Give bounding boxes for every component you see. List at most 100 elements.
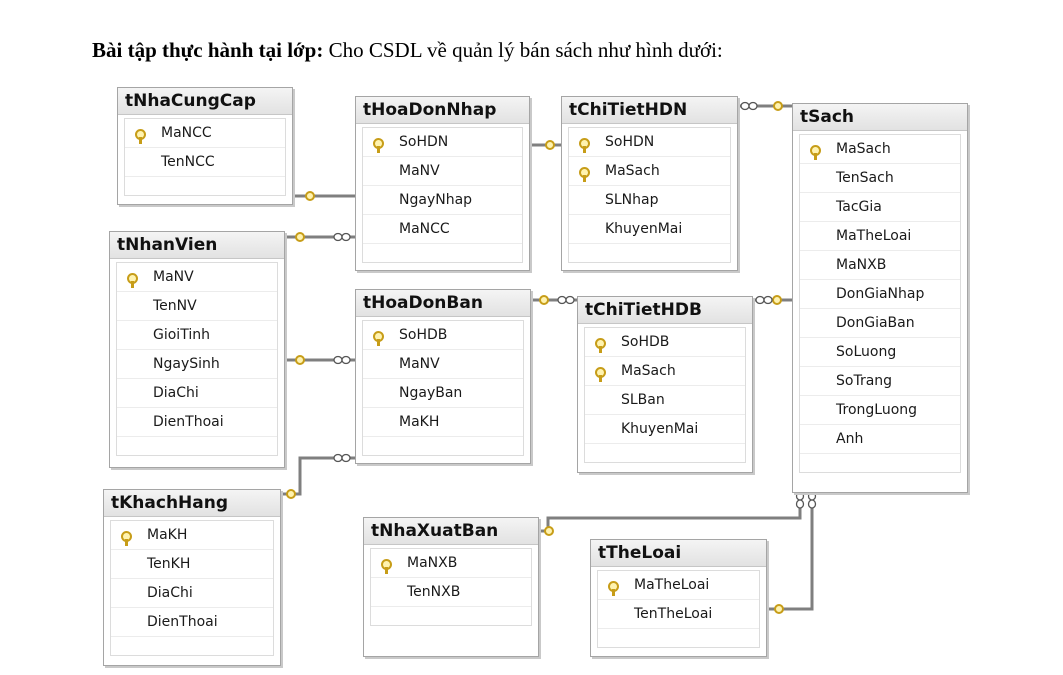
column[interactable]: GioiTinh [117,321,277,350]
infinity-marker [763,295,773,305]
primary-key-column[interactable]: SoHDN [363,128,522,157]
column[interactable]: DienThoai [117,408,277,437]
column[interactable]: MaNV [363,157,522,186]
primary-key-column[interactable]: MaTheLoai [598,571,759,600]
key-marker [544,526,554,536]
infinity-marker [341,453,351,463]
table-title: tNhaXuatBan [364,518,538,545]
column[interactable]: MaNV [363,350,523,379]
infinity-marker [333,453,343,463]
primary-key-column[interactable]: SoHDN [569,128,730,157]
infinity-marker [565,295,575,305]
table-title: tTheLoai [591,540,766,567]
column[interactable]: MaNXB [800,251,960,280]
column[interactable]: MaNCC [363,215,522,244]
heading-rest: Cho CSDL về quản lý bán sách như hình dư… [323,38,723,62]
key-marker [774,604,784,614]
column[interactable]: KhuyenMai [569,215,730,244]
column[interactable]: SLNhap [569,186,730,215]
table-title: tHoaDonBan [356,290,530,317]
rel-theloai-sach [766,492,814,611]
column[interactable]: DiaChi [111,579,273,608]
infinity-marker [740,101,750,111]
key-marker [772,295,782,305]
column[interactable]: Anh [800,425,960,454]
primary-key-column[interactable]: MaSach [800,135,960,164]
column[interactable]: MaTheLoai [800,222,960,251]
column[interactable]: SoLuong [800,338,960,367]
primary-key-column[interactable]: MaSach [585,357,745,386]
column[interactable]: DonGiaNhap [800,280,960,309]
key-marker [539,295,549,305]
exercise-heading: Bài tập thực hành tại lớp: Cho CSDL về q… [92,38,723,63]
table-title: tKhachHang [104,490,280,517]
infinity-marker [748,101,758,111]
key-marker [773,101,783,111]
table-title: tChiTietHDB [578,297,752,324]
column[interactable]: TenNCC [125,148,285,177]
column[interactable]: DonGiaBan [800,309,960,338]
primary-key-column[interactable]: MaNXB [371,549,531,578]
infinity-marker [341,355,351,365]
column[interactable]: TenKH [111,550,273,579]
key-marker [295,232,305,242]
column[interactable]: MaKH [363,408,523,437]
infinity-marker [795,491,805,501]
column[interactable]: NgayBan [363,379,523,408]
primary-key-column[interactable]: MaNV [117,263,277,292]
heading-bold: Bài tập thực hành tại lớp: [92,38,324,62]
infinity-marker [341,232,351,242]
infinity-marker [333,355,343,365]
rel-nhaxuatban-sach [538,492,802,533]
primary-key-column[interactable]: MaNCC [125,119,285,148]
table-title: tNhanVien [110,232,284,259]
column[interactable]: TenNXB [371,578,531,607]
key-marker [286,489,296,499]
infinity-marker [333,232,343,242]
column[interactable]: TacGia [800,193,960,222]
infinity-marker [795,499,805,509]
column[interactable]: TenTheLoai [598,600,759,629]
table-title: tHoaDonNhap [356,97,529,124]
infinity-marker [755,295,765,305]
key-marker [295,355,305,365]
column[interactable]: NgaySinh [117,350,277,379]
primary-key-column[interactable]: MaSach [569,157,730,186]
column[interactable]: TenSach [800,164,960,193]
table-title: tChiTietHDN [562,97,737,124]
primary-key-column[interactable]: SoHDB [585,328,745,357]
primary-key-column[interactable]: SoHDB [363,321,523,350]
column[interactable]: KhuyenMai [585,415,745,444]
rel-khachhang-hoadonban [280,456,356,496]
column[interactable]: DienThoai [111,608,273,637]
column[interactable]: DiaChi [117,379,277,408]
primary-key-column[interactable]: MaKH [111,521,273,550]
column[interactable]: SLBan [585,386,745,415]
column[interactable]: TrongLuong [800,396,960,425]
infinity-marker [807,499,817,509]
column[interactable]: TenNV [117,292,277,321]
column[interactable]: NgayNhap [363,186,522,215]
infinity-marker [807,491,817,501]
column[interactable]: SoTrang [800,367,960,396]
